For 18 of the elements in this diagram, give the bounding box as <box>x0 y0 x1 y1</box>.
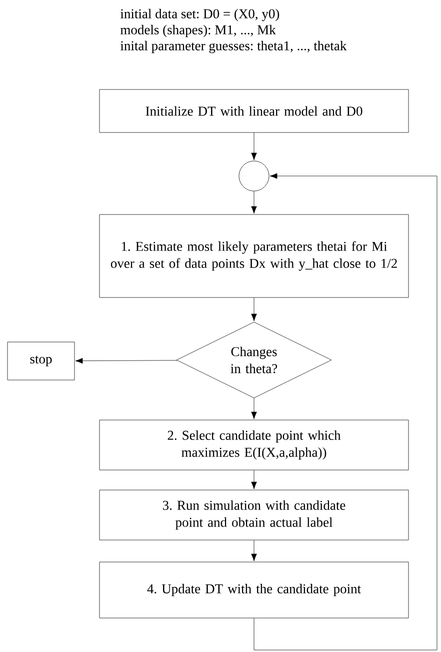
process-box: 3. Run simulation with candidate point and obtain actual label <box>99 490 409 540</box>
process-box: 1. Estimate most likely parameters thetai for Mi over a set of data points Dx with y_hat close to 1/2 <box>99 214 409 298</box>
process-box: stop <box>7 342 75 380</box>
arrow <box>251 298 257 322</box>
arrow <box>75 358 178 364</box>
arrow <box>254 173 438 650</box>
process-box: Initialize DT with linear model and D0 <box>99 89 409 133</box>
arrow <box>251 132 257 160</box>
arrow <box>251 540 257 562</box>
junction-circle <box>238 160 270 192</box>
note-text: inital parameter guesses: theta1, ..., thetak <box>120 40 347 54</box>
arrow <box>251 470 257 490</box>
note-text: models (shapes): M1, ..., Mk <box>120 24 276 38</box>
note-text: initial data set: D0 = (X0, y0) <box>120 8 280 22</box>
process-box: 2. Select candidate point which maximizes E(I(X,a,alpha)) <box>99 420 409 470</box>
arrow <box>251 191 257 214</box>
process-box: 4. Update DT with the candidate point <box>99 562 409 618</box>
arrow <box>251 398 257 420</box>
